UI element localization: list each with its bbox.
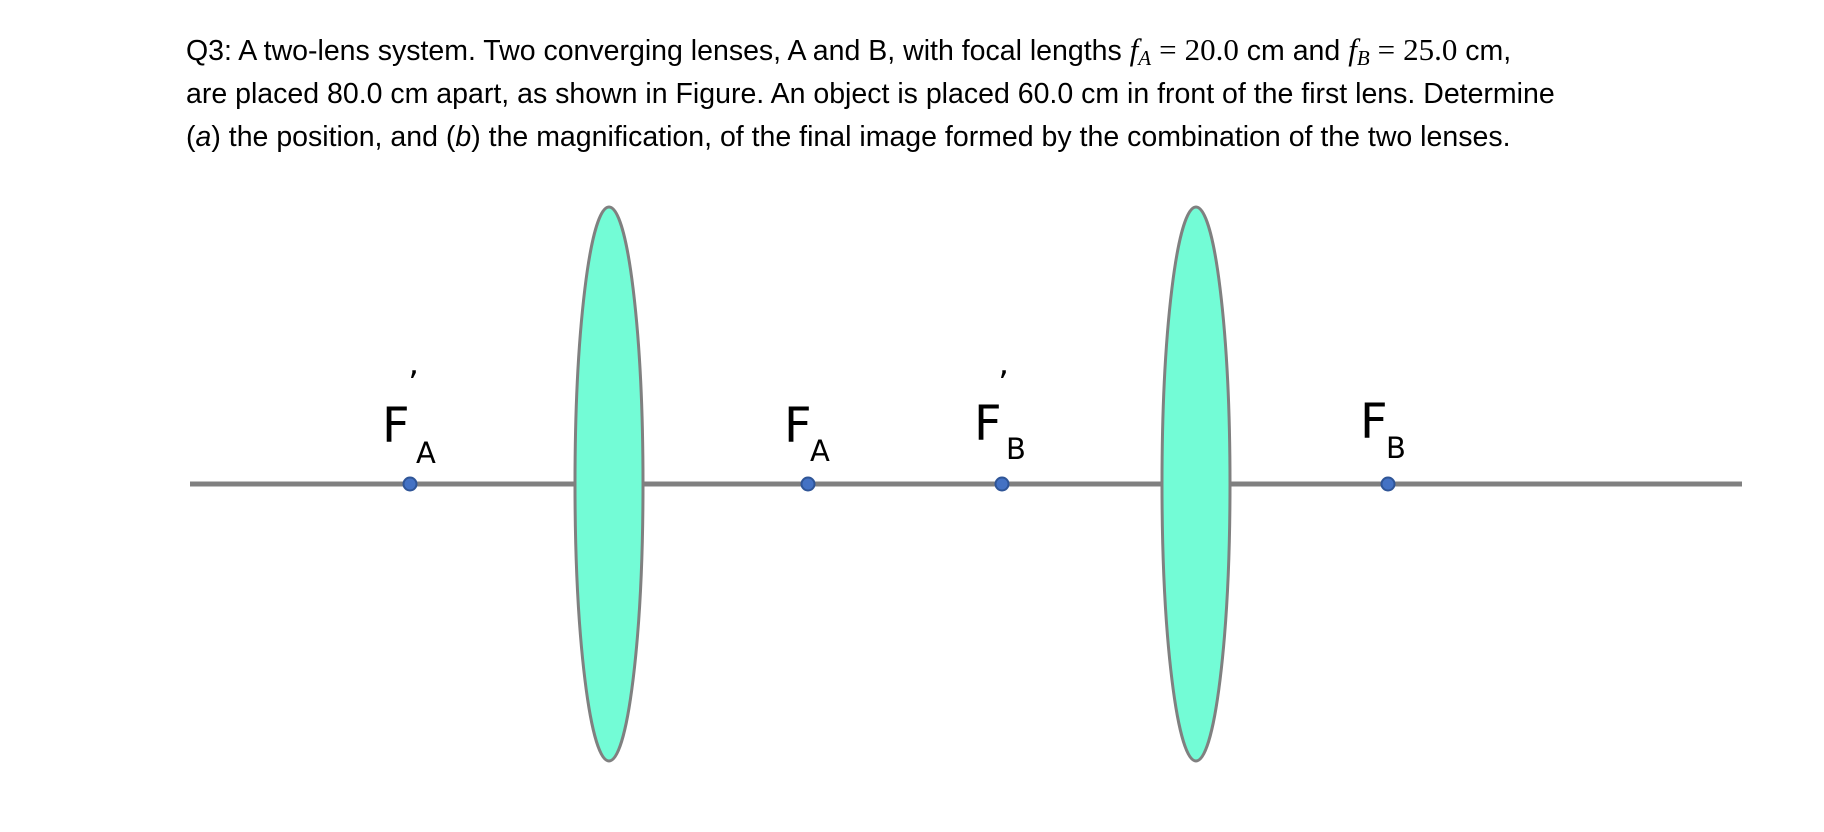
lens-b [1160, 205, 1232, 763]
label-fb-prime: ’ F B [974, 364, 1026, 466]
label-fb: F B [1360, 394, 1406, 465]
label-fa-subscript: A [810, 434, 830, 468]
focal-point-dot-fb-prime [994, 476, 1010, 492]
part-a-text: the position, and [228, 121, 438, 153]
part-b-text: the magnification, of the final image fo… [488, 121, 1511, 153]
label-fb-prime-subscript: B [1006, 432, 1026, 466]
label-fb-prime-letter: F [974, 396, 1002, 452]
question-line-1: Q3: A two-lens system. Two converging le… [186, 28, 1726, 73]
label-fa-letter: F [784, 398, 812, 454]
focal-point-dot-fa-prime [402, 476, 418, 492]
label-fa-prime: ’ F A [382, 364, 436, 470]
lens-a [573, 205, 645, 763]
part-a-letter: a [195, 121, 212, 153]
unit-cm-end: cm, [1465, 35, 1512, 67]
label-fa-prime-mark: ’ [408, 364, 419, 404]
question-text: Q3: A two-lens system. Two converging le… [186, 28, 1726, 159]
label-fb-letter: F [1360, 394, 1388, 450]
question-line-2: are placed 80.0 cm apart, as shown in Fi… [186, 78, 1555, 110]
label-fa-prime-subscript: A [416, 436, 436, 470]
focal-point-dot-fa [800, 476, 816, 492]
focal-length-a-expression: fA=20.0 [1129, 32, 1239, 70]
question-line-3: (a) the position, and (b) the magnificat… [186, 121, 1511, 153]
conjunction-and: and [1292, 35, 1341, 67]
label-fa: F A [784, 398, 830, 468]
focal-point-dot-fb [1380, 476, 1396, 492]
unit-cm: cm [1246, 35, 1285, 67]
focal-length-b-expression: fB=25.0 [1348, 32, 1458, 70]
question-intro: A two-lens system. Two converging lenses… [238, 35, 1122, 67]
part-b-letter: b [455, 121, 472, 153]
label-fa-prime-letter: F [382, 398, 410, 454]
label-fb-prime-mark: ’ [998, 364, 1009, 404]
label-fb-subscript: B [1386, 431, 1406, 465]
question-label: Q3: [186, 35, 232, 67]
